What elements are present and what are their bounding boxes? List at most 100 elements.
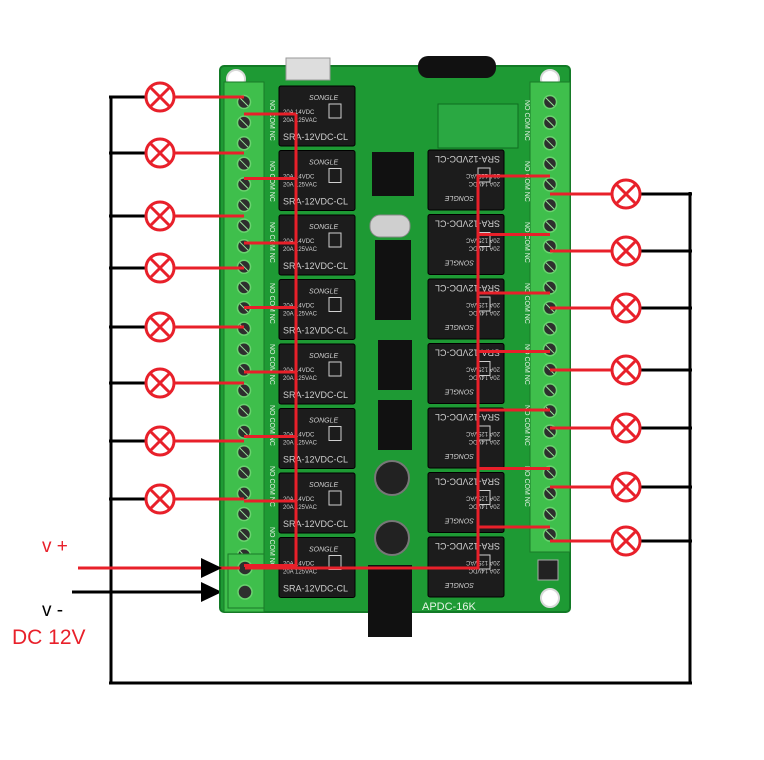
terminal-slot [239,406,249,416]
terminal-slot [545,427,555,436]
capacitor-1 [374,460,410,496]
lamp-right [610,178,642,210]
lamp-cross [615,240,637,262]
relay-rating-line-1: 20A 14VDC [468,438,500,444]
terminal-label: NO COM NC [268,466,275,507]
black-wires [72,97,692,685]
terminal-slot [239,241,249,251]
relay-rating-line-1: 20A 14VDC [283,304,315,310]
relay-part-number: SRA-12VDC-CL [435,541,500,551]
terminal-slot [239,180,249,189]
relay-rating-line-1: 20A 14VDC [468,309,500,315]
terminal-slot [239,200,249,210]
terminal-slot [545,283,555,292]
relay-brand: SONGLE [309,418,339,425]
relay-brand: SONGLE [309,95,339,102]
dc-jack [368,565,412,637]
lamp-cross [615,359,637,381]
terminal-slot [545,344,555,354]
terminal-slot [545,447,555,457]
terminal-slot [545,324,555,333]
relay-body [278,150,356,211]
v-plus-arrow [201,558,222,578]
relay-rating-line-1: 20A 14VDC [283,175,315,181]
relay-rating-line-2: 20A 125VAC [283,570,318,576]
terminal-label: NO COM NC [523,283,530,324]
relay-brand: SONGLE [444,194,474,201]
relay-rating-line-2: 20A 125VAC [283,376,318,382]
relay-rating-line-2: 20A 125VAC [283,505,318,511]
left-loads [109,81,244,515]
relay-body [427,149,505,211]
relay-rating-line-2: 20A 125VAC [465,495,500,501]
terminal-slot [545,159,555,169]
terminal-slot [545,200,555,210]
terminal-slot [239,509,249,519]
red-wires [78,112,550,578]
relay-part-number: SRA-12VDC-CL [283,390,348,400]
terminal-label: NO COM NC [523,161,530,202]
terminal-label: NO COM NC [523,405,530,446]
relay-rating-line-1: 20A 14VDC [283,433,315,439]
terminal-slot [545,241,555,251]
right-terminal-strip [529,81,571,553]
terminal-slot [545,489,555,498]
supply-voltage-label: DC 12V [12,626,86,649]
relay-body [427,214,505,275]
relay-body [278,279,356,340]
lamp-right [610,235,642,267]
terminal-slot [239,221,249,230]
lamp-left [144,425,176,457]
lamp-cross [615,530,637,552]
terminal-slot [545,118,555,127]
relay-brand: SONGLE [444,388,474,395]
relay-rating-line-2: 20A 125VAC [465,301,500,307]
lamp-right [610,525,642,557]
relay-rating-line-2: 20A 125VAC [283,247,318,253]
relay-brand: SONGLE [444,517,474,524]
usb-connector [285,57,331,81]
right-loads [550,178,692,557]
relay-part-number: SRA-12VDC-CL [283,455,348,465]
lamp-right [610,412,642,444]
driver-chip-2 [378,400,412,450]
relay-part-number: SRA-12VDC-CL [435,412,500,422]
relay-ul-mark [328,232,342,248]
terminal-slot [545,180,555,189]
relay-rating-line-2: 20A 125VAC [283,118,318,124]
learn-button [537,559,559,581]
lamp-cross [149,142,171,164]
lamp-left [144,367,176,399]
lamp-cross [149,372,171,394]
relay-part-number: SRA-12VDC-CL [283,132,348,142]
terminal-slot [239,447,249,457]
lamp-cross [149,316,171,338]
relay-ul-mark [328,103,342,119]
lamp-cross [149,205,171,227]
relay-brand: SONGLE [309,289,339,296]
relay-body [278,343,356,405]
terminal-slot [545,138,555,148]
terminal-slot [239,468,249,478]
terminal-slot [239,97,249,107]
terminal-slot [545,386,555,395]
relay-brand: SONGLE [309,547,339,554]
lamp-cross [149,86,171,108]
relay-brand: SONGLE [309,224,339,231]
terminal-slot [239,427,249,436]
terminal-slot [545,221,555,230]
lamp-cross [149,430,171,452]
relay-rating-line-2: 20A 125VAC [465,237,500,243]
